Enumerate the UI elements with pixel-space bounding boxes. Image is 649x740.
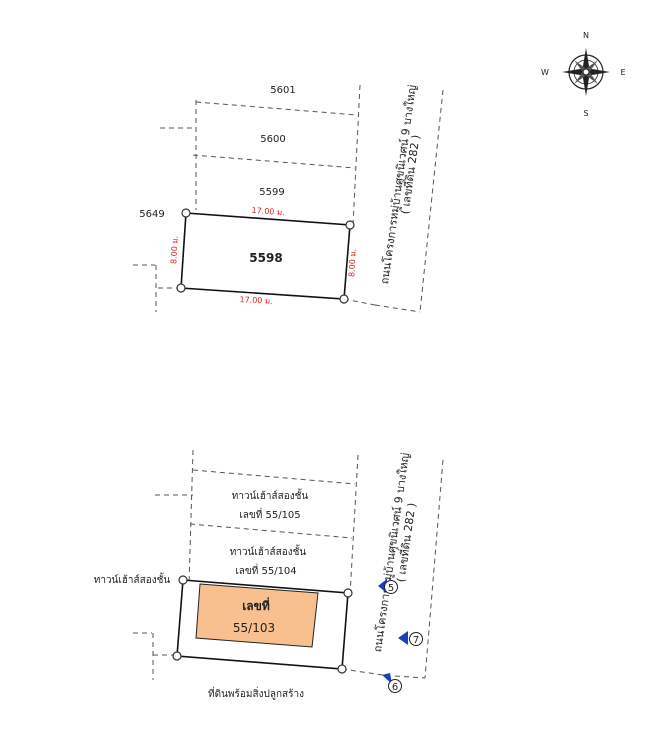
unit-104-number: เลขที่ 55/104: [235, 563, 296, 577]
unit-105-title: ทาวน์เฮ้าส์สองชั้น: [232, 488, 309, 502]
boundary-point: [337, 664, 347, 674]
lot-5599-label: 5599: [259, 187, 284, 198]
left-neighbour-label: ทาวน์เฮ้าส์สองชั้น: [94, 572, 171, 586]
boundary-point: [343, 588, 353, 598]
svg-text:5: 5: [388, 583, 394, 594]
boundary-point: [178, 575, 188, 585]
dimension-top: 17.00 ม.: [251, 206, 285, 217]
lot-5601-label: 5601: [270, 85, 295, 96]
lot-5598-label: 5598: [249, 251, 282, 265]
plan-top: 5601 5600 5599 5598 5649 17.00 ม. 17.00 …: [133, 84, 444, 313]
dimension-left: 8.00 ม.: [169, 236, 179, 265]
lot-5600-label: 5600: [260, 134, 285, 145]
house-label: เลขที่: [242, 597, 270, 613]
compass-icon: N S E W: [541, 31, 625, 118]
compass-north: N: [583, 31, 589, 40]
compass-south: S: [583, 109, 588, 118]
dimension-right: 8.00 ม.: [347, 249, 357, 278]
unit-104-title: ทาวน์เฮ้าส์สองชั้น: [230, 544, 307, 558]
boundary-point: [181, 208, 191, 218]
marker-5: 5: [378, 579, 398, 594]
boundary-point: [345, 220, 355, 230]
marker-6: 6: [382, 673, 402, 693]
compass-east: E: [620, 68, 625, 77]
boundary-point: [172, 651, 182, 661]
house-number: 55/103: [233, 621, 275, 635]
bottom-lot-label: ที่ดินพร้อมสิ่งปลูกสร้าง: [208, 686, 304, 700]
plan-bottom: ทาวน์เฮ้าส์สองชั้น เลขที่ 55/105 ทาวน์เฮ…: [94, 449, 444, 700]
house-55-103: [195, 583, 319, 648]
unit-105-number: เลขที่ 55/105: [239, 507, 300, 521]
marker-7: 7: [398, 631, 423, 646]
svg-text:7: 7: [413, 635, 419, 646]
boundary-point: [176, 283, 186, 293]
dimension-bottom: 17.00 ม.: [239, 295, 273, 306]
lot-5649-label: 5649: [139, 209, 164, 220]
boundary-point: [339, 294, 349, 304]
compass-west: W: [541, 68, 549, 77]
svg-text:6: 6: [392, 682, 398, 693]
